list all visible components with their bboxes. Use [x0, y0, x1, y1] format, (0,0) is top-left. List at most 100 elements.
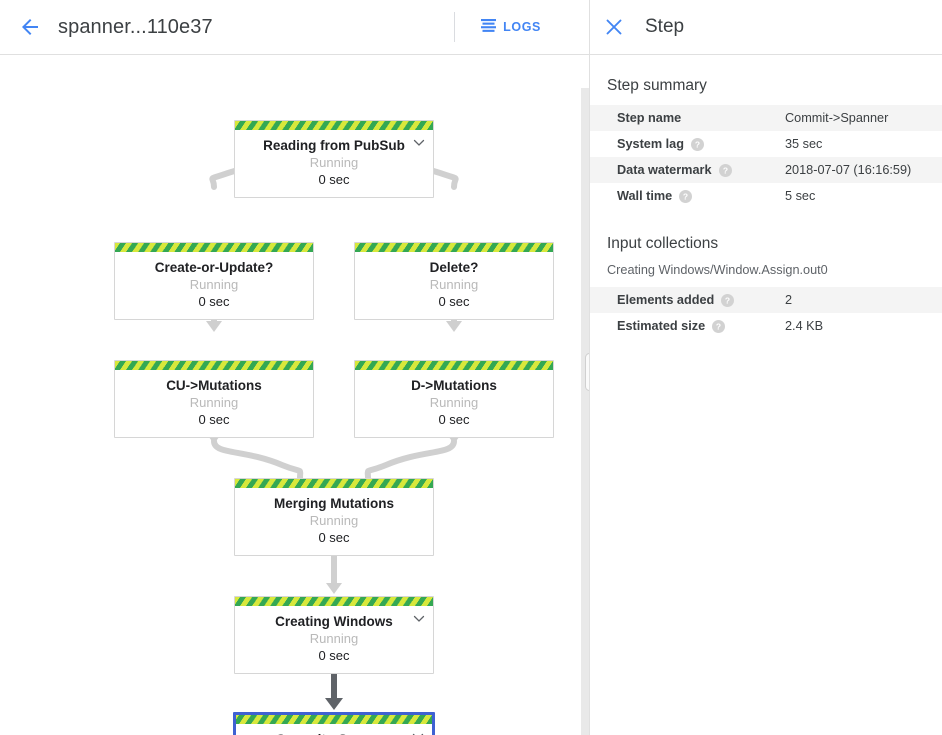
logs-button[interactable]: LOGS: [471, 13, 551, 41]
pane-divider: [589, 0, 590, 735]
prop-label-text: Wall time: [617, 189, 673, 203]
node-body: Creating Windows Running 0 sec: [235, 606, 433, 673]
prop-value: 2.4 KB: [785, 319, 824, 333]
svg-text:?: ?: [683, 191, 688, 201]
graph-node-d-mutations[interactable]: D->Mutations Running 0 sec: [354, 360, 554, 438]
step-summary-table: Step name Commit->Spanner System lag ?: [590, 105, 942, 209]
node-title: Delete?: [429, 260, 479, 275]
node-title: Merging Mutations: [274, 496, 394, 511]
node-progress-stripe: [355, 243, 553, 252]
node-progress-stripe: [235, 121, 433, 130]
svg-text:?: ?: [725, 295, 730, 305]
node-body: Merging Mutations Running 0 sec: [235, 488, 433, 555]
node-status: Running: [189, 277, 239, 292]
top-app-bar-actions: LOGS: [454, 0, 589, 54]
table-row: Estimated size ? 2.4 KB: [590, 313, 942, 339]
node-time: 0 sec: [318, 648, 350, 663]
node-time: 0 sec: [438, 412, 470, 427]
help-icon[interactable]: ?: [718, 163, 732, 177]
node-status: Running: [429, 395, 479, 410]
graph-node-delete[interactable]: Delete? Running 0 sec: [354, 242, 554, 320]
prop-label: Estimated size ?: [590, 313, 785, 339]
node-title: Creating Windows: [275, 614, 393, 629]
node-title: D->Mutations: [411, 378, 497, 393]
node-time: 0 sec: [198, 294, 230, 309]
prop-label: Step name: [590, 105, 785, 131]
node-body: Create-or-Update? Running 0 sec: [115, 252, 313, 319]
step-details-pane: Step Step summary Step name Commit->Span…: [590, 0, 942, 735]
graph-node-commit-spanner[interactable]: Commit->Spanner Part running 5 sec: [233, 712, 435, 735]
chevron-down-icon[interactable]: [412, 612, 426, 626]
prop-label: Wall time ?: [590, 183, 785, 209]
graph-node-merging-mutations[interactable]: Merging Mutations Running 0 sec: [234, 478, 434, 556]
input-collection-name: Creating Windows/Window.Assign.out0: [607, 263, 828, 277]
chevron-down-icon[interactable]: [412, 136, 426, 150]
help-icon[interactable]: ?: [691, 137, 704, 151]
job-graph-pane: spanner...110e37 LOGS: [0, 0, 589, 735]
svg-text:?: ?: [695, 139, 700, 149]
back-arrow-icon[interactable]: [6, 3, 54, 51]
step-panel-title: Step: [645, 16, 685, 37]
chevron-down-icon[interactable]: [411, 730, 425, 735]
node-status: Running: [189, 395, 239, 410]
node-progress-stripe: [236, 715, 432, 724]
node-progress-stripe: [115, 361, 313, 370]
node-body: CU->Mutations Running 0 sec: [115, 370, 313, 437]
input-collections-table: Elements added ? 2 Estimated size: [590, 287, 942, 339]
graph-node-cu-mutations[interactable]: CU->Mutations Running 0 sec: [114, 360, 314, 438]
graph-vertical-scrollbar[interactable]: [581, 88, 589, 735]
step-summary-heading: Step summary: [607, 77, 707, 94]
node-progress-stripe: [355, 361, 553, 370]
node-body: D->Mutations Running 0 sec: [355, 370, 553, 437]
table-row: System lag ? 35 sec: [590, 131, 942, 157]
input-collections-heading: Input collections: [607, 235, 719, 252]
node-progress-stripe: [235, 597, 433, 606]
help-icon[interactable]: ?: [721, 293, 735, 307]
prop-value: 35 sec: [785, 137, 823, 151]
graph-node-reading-from-pubsub[interactable]: Reading from PubSub Running 0 sec: [234, 120, 434, 198]
logs-button-label: LOGS: [503, 20, 541, 34]
graph-node-creating-windows[interactable]: Creating Windows Running 0 sec: [234, 596, 434, 674]
prop-value: 5 sec: [785, 189, 816, 203]
svg-text:?: ?: [722, 165, 727, 175]
node-status: Running: [309, 631, 359, 646]
job-graph-canvas[interactable]: Reading from PubSub Running 0 sec Create…: [0, 55, 589, 735]
node-title: Create-or-Update?: [154, 260, 274, 275]
prop-value: 2018-07-07 (16:16:59): [785, 163, 912, 177]
step-panel-header: Step: [590, 0, 942, 55]
node-title: Commit->Spanner: [242, 731, 426, 735]
graph-node-create-or-update[interactable]: Create-or-Update? Running 0 sec: [114, 242, 314, 320]
node-time: 0 sec: [318, 172, 350, 187]
prop-label-text: Data watermark: [617, 163, 712, 177]
prop-label: System lag ?: [590, 131, 785, 157]
node-time: 0 sec: [318, 530, 350, 545]
node-time: 0 sec: [198, 412, 230, 427]
prop-label-text: System lag: [617, 137, 684, 151]
prop-label: Data watermark ?: [590, 157, 785, 183]
node-body: Reading from PubSub Running 0 sec: [235, 130, 433, 197]
node-progress-stripe: [235, 479, 433, 488]
graph-scrollbar-thumb[interactable]: [585, 353, 589, 391]
toolbar-divider: [454, 12, 456, 42]
close-icon[interactable]: [593, 6, 635, 48]
step-panel-content: Step summary Step name Commit->Spanner: [590, 55, 942, 339]
node-status: Running: [429, 277, 479, 292]
node-body: Delete? Running 0 sec: [355, 252, 553, 319]
prop-value: 2: [785, 293, 793, 307]
node-title: CU->Mutations: [166, 378, 262, 393]
logs-list-icon: [481, 19, 497, 35]
help-icon[interactable]: ?: [679, 189, 693, 203]
node-body: Commit->Spanner Part running 5 sec: [236, 724, 432, 735]
svg-text:?: ?: [716, 321, 721, 331]
table-row: Step name Commit->Spanner: [590, 105, 942, 131]
prop-label-text: Elements added: [617, 293, 715, 307]
prop-value: Commit->Spanner: [785, 111, 889, 125]
node-progress-stripe: [115, 243, 313, 252]
node-time: 0 sec: [438, 294, 470, 309]
help-icon[interactable]: ?: [712, 319, 726, 333]
table-row: Data watermark ? 2018-07-07 (16:16:59): [590, 157, 942, 183]
job-title: spanner...110e37: [58, 15, 213, 38]
table-row: Wall time ? 5 sec: [590, 183, 942, 209]
prop-label-text: Step name: [617, 111, 682, 125]
